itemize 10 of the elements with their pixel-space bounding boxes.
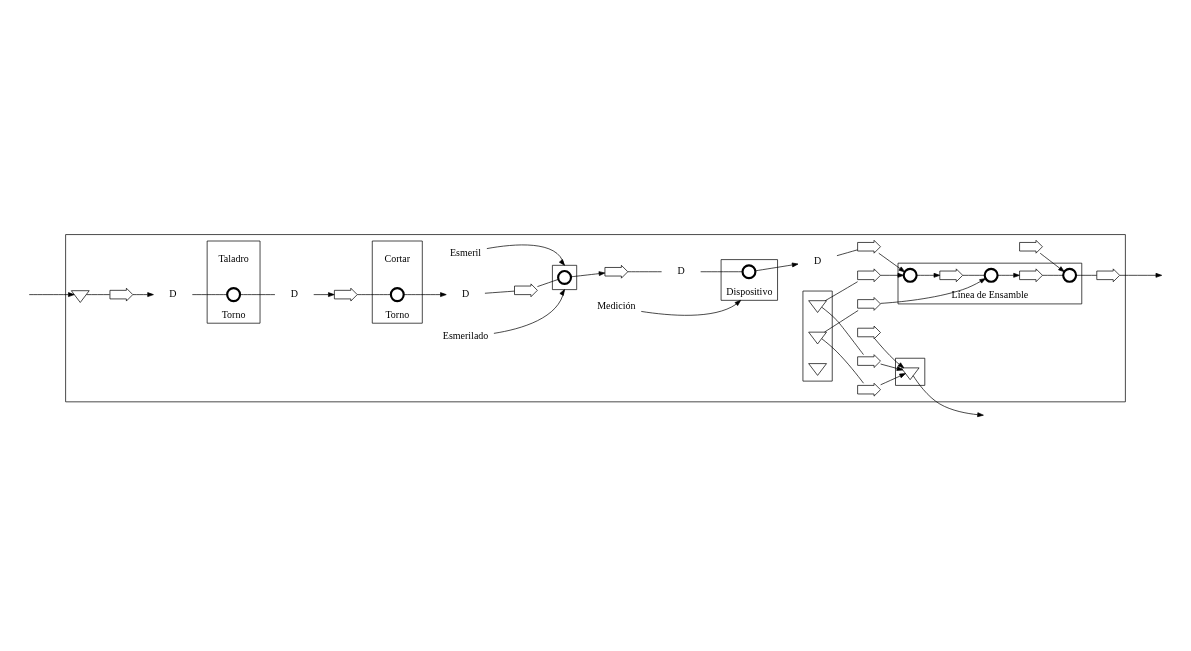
node-label: Taladro (218, 252, 249, 264)
node-text: D (813, 254, 822, 266)
node-text: Esmeril (450, 246, 482, 258)
node-text: D (677, 264, 685, 276)
node-text: Esmerilado (442, 329, 489, 341)
node-text: D (169, 287, 177, 299)
node-label: Cortar (384, 252, 411, 264)
node-text: D (290, 287, 298, 299)
node-text: Medición (597, 299, 636, 311)
node-text: D (461, 287, 470, 299)
